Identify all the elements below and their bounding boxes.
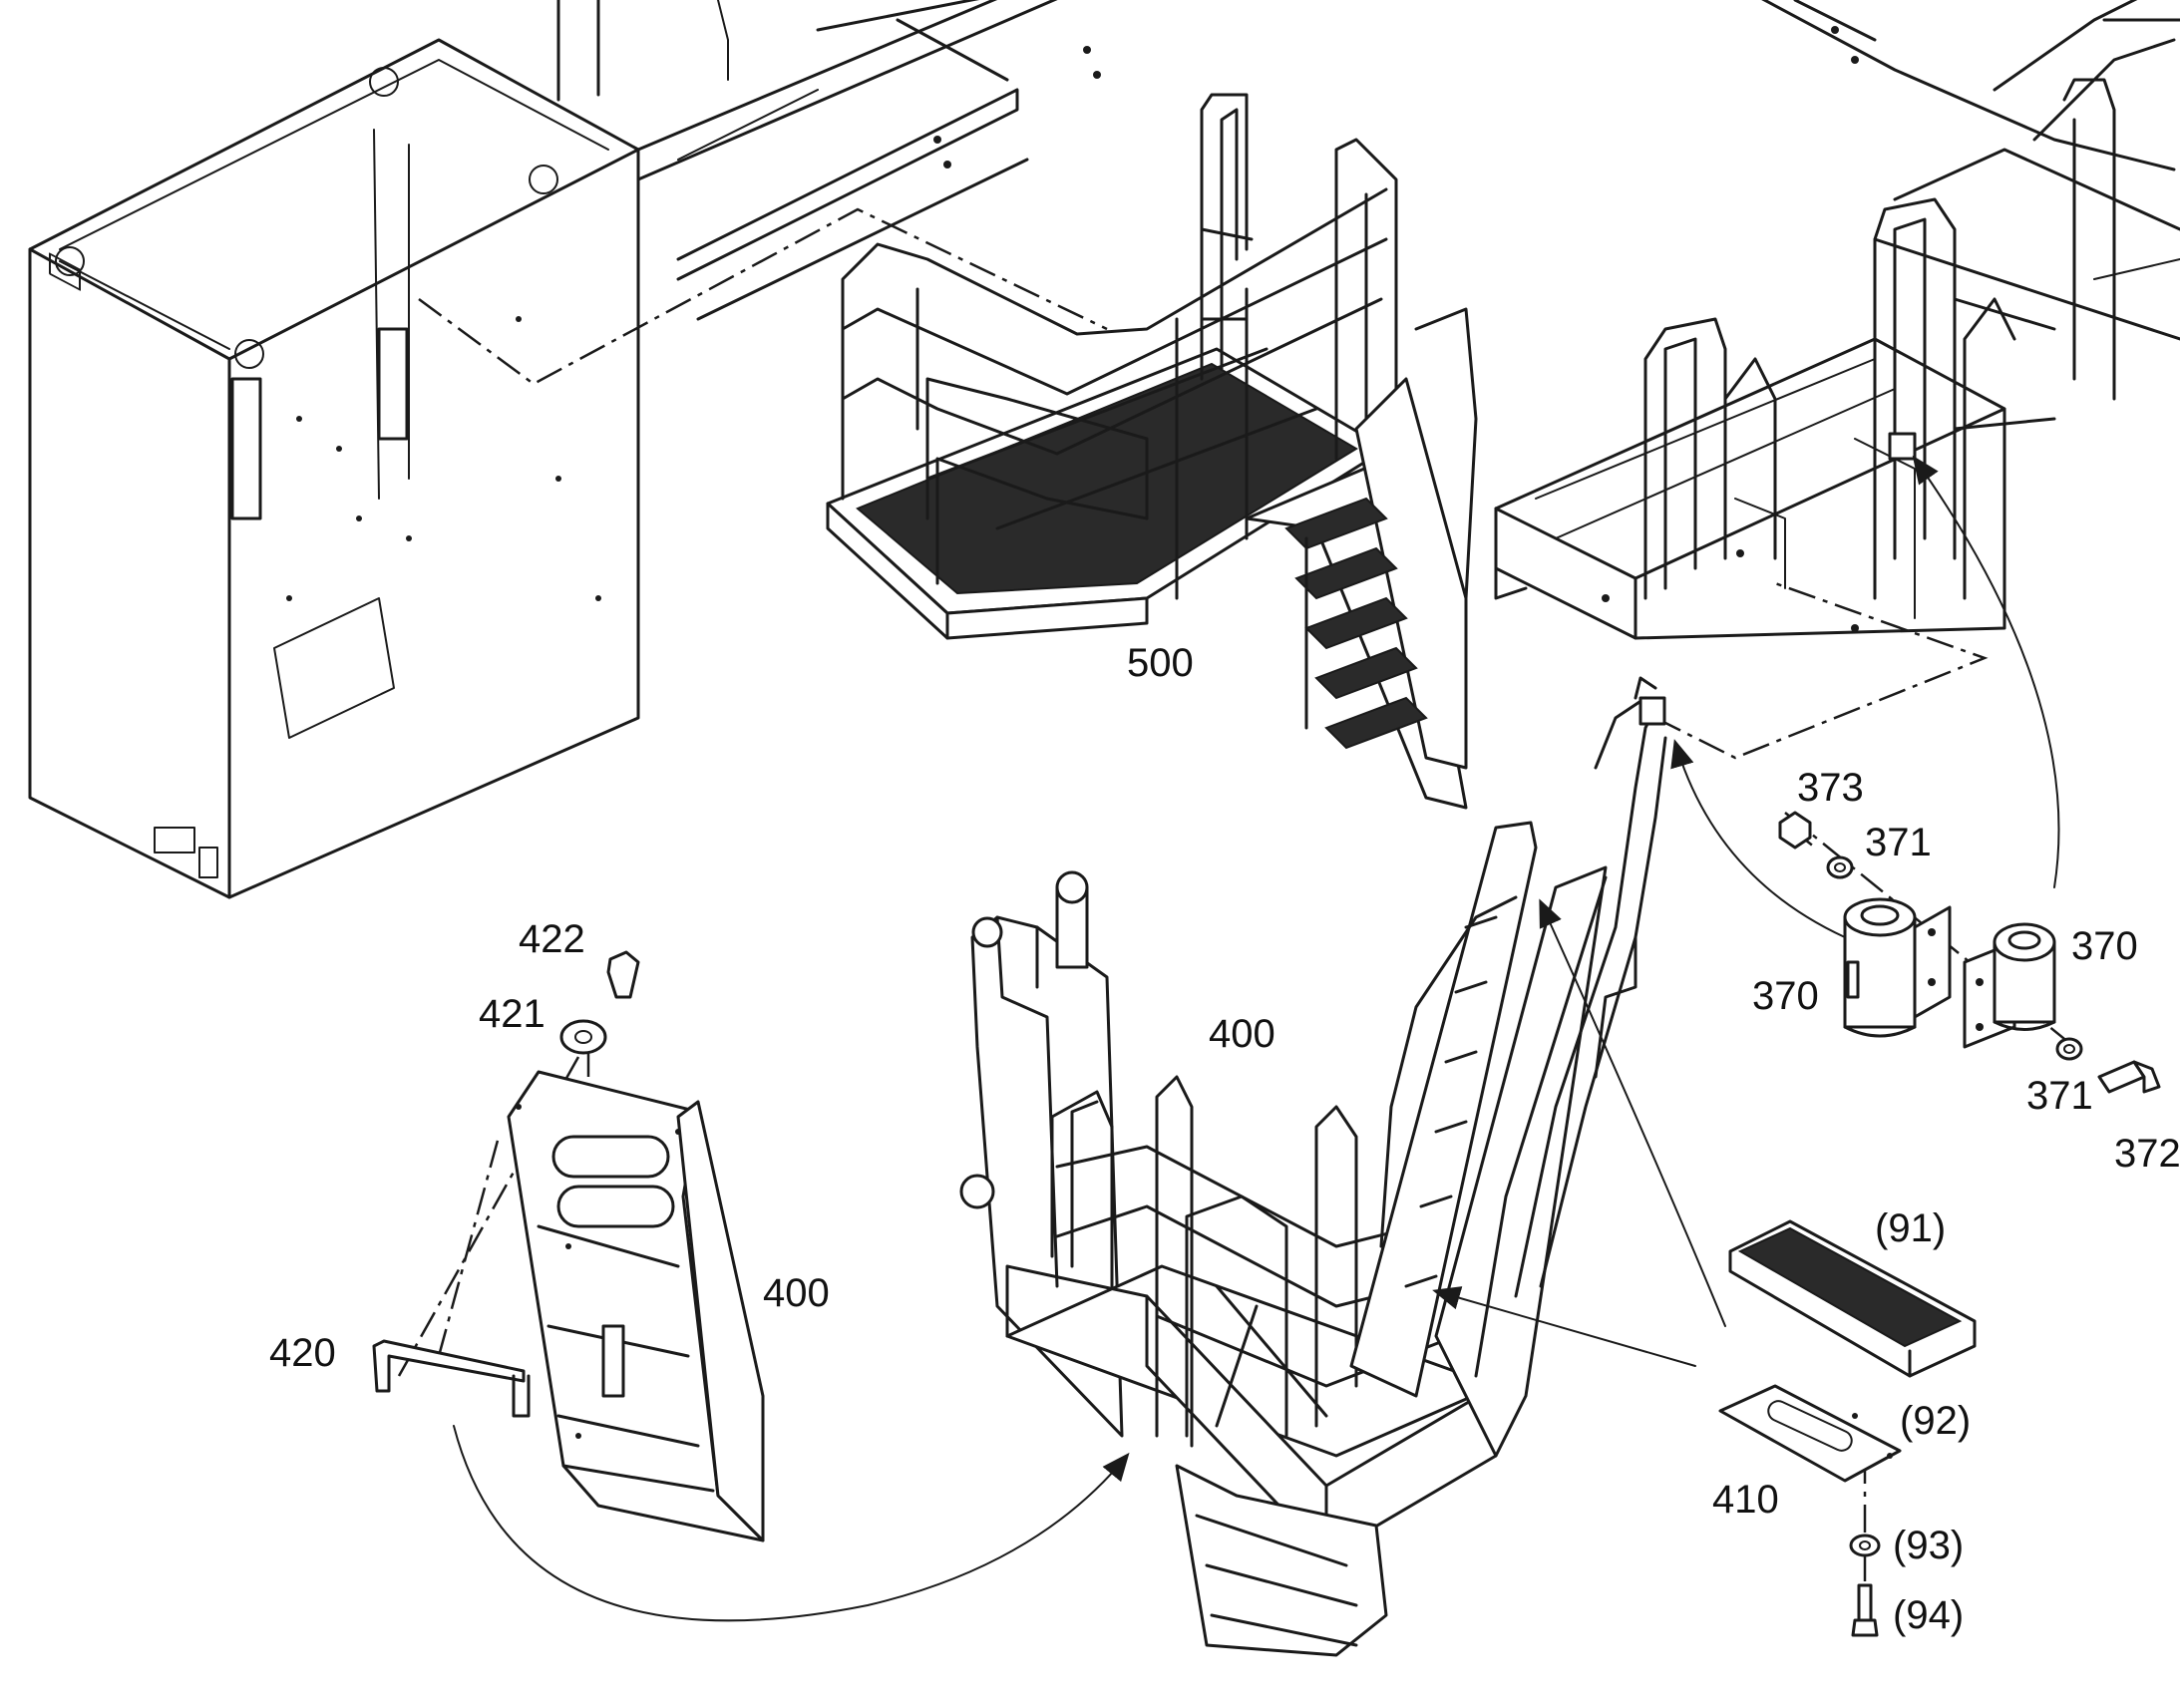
callout-371-lower: 371: [2026, 1074, 2093, 1118]
callout-421: 421: [479, 992, 545, 1036]
callout-94: (94): [1893, 1593, 1964, 1637]
parts-421-422: [559, 950, 640, 1055]
nut-373-part: [1778, 811, 1812, 850]
right-platform: [1494, 78, 2116, 640]
callout-410: 410: [1712, 1478, 1779, 1522]
callout-370-left: 370: [1752, 974, 1819, 1018]
ladder-400-left: [507, 1070, 765, 1542]
callout-422: 422: [519, 917, 585, 961]
upper-right-frame: [1761, 0, 2180, 341]
cabinet-assembly: [28, 38, 640, 899]
callout-373: 373: [1797, 766, 1864, 810]
step-grating-91-part: [1728, 1219, 1977, 1378]
callout-labels: 500 373 371 370 370 371 372 422 421 400 …: [269, 641, 2180, 1637]
plate-410-part: [1718, 1384, 1902, 1483]
bolt-372-part: [2097, 1060, 2161, 1094]
bolt-422-part: [606, 950, 640, 999]
callout-400-left: 400: [763, 1271, 830, 1315]
callout-92: (92): [1900, 1399, 1971, 1443]
callout-93: (93): [1893, 1524, 1964, 1567]
washer-421-part: [559, 1019, 607, 1055]
callout-372: 372: [2114, 1132, 2180, 1176]
upper-frame: [556, 0, 1101, 321]
hinge-parts: [1778, 811, 2161, 1094]
callout-500: 500: [1127, 641, 1194, 685]
ladder-400-main: [959, 676, 1667, 1657]
step-parts: [1718, 1219, 1977, 1637]
bolt-94-part: [1851, 1583, 1879, 1637]
platform-500: [826, 93, 1478, 810]
bar-420-part: [372, 1339, 531, 1418]
washer-371-upper-part: [1826, 855, 1854, 879]
callout-420: 420: [269, 1331, 336, 1375]
assembly-arrows: [453, 455, 2060, 1622]
hinge-370-left-part: [1843, 897, 1952, 1038]
callout-370-right: 370: [2071, 924, 2138, 968]
callout-91: (91): [1875, 1206, 1946, 1250]
washer-93-part: [1849, 1534, 1881, 1557]
washer-371-lower-part: [2055, 1037, 2083, 1061]
callout-400-center: 400: [1209, 1012, 1275, 1056]
callout-371-upper: 371: [1865, 821, 1932, 864]
hinge-370-right-part: [1963, 922, 2056, 1049]
